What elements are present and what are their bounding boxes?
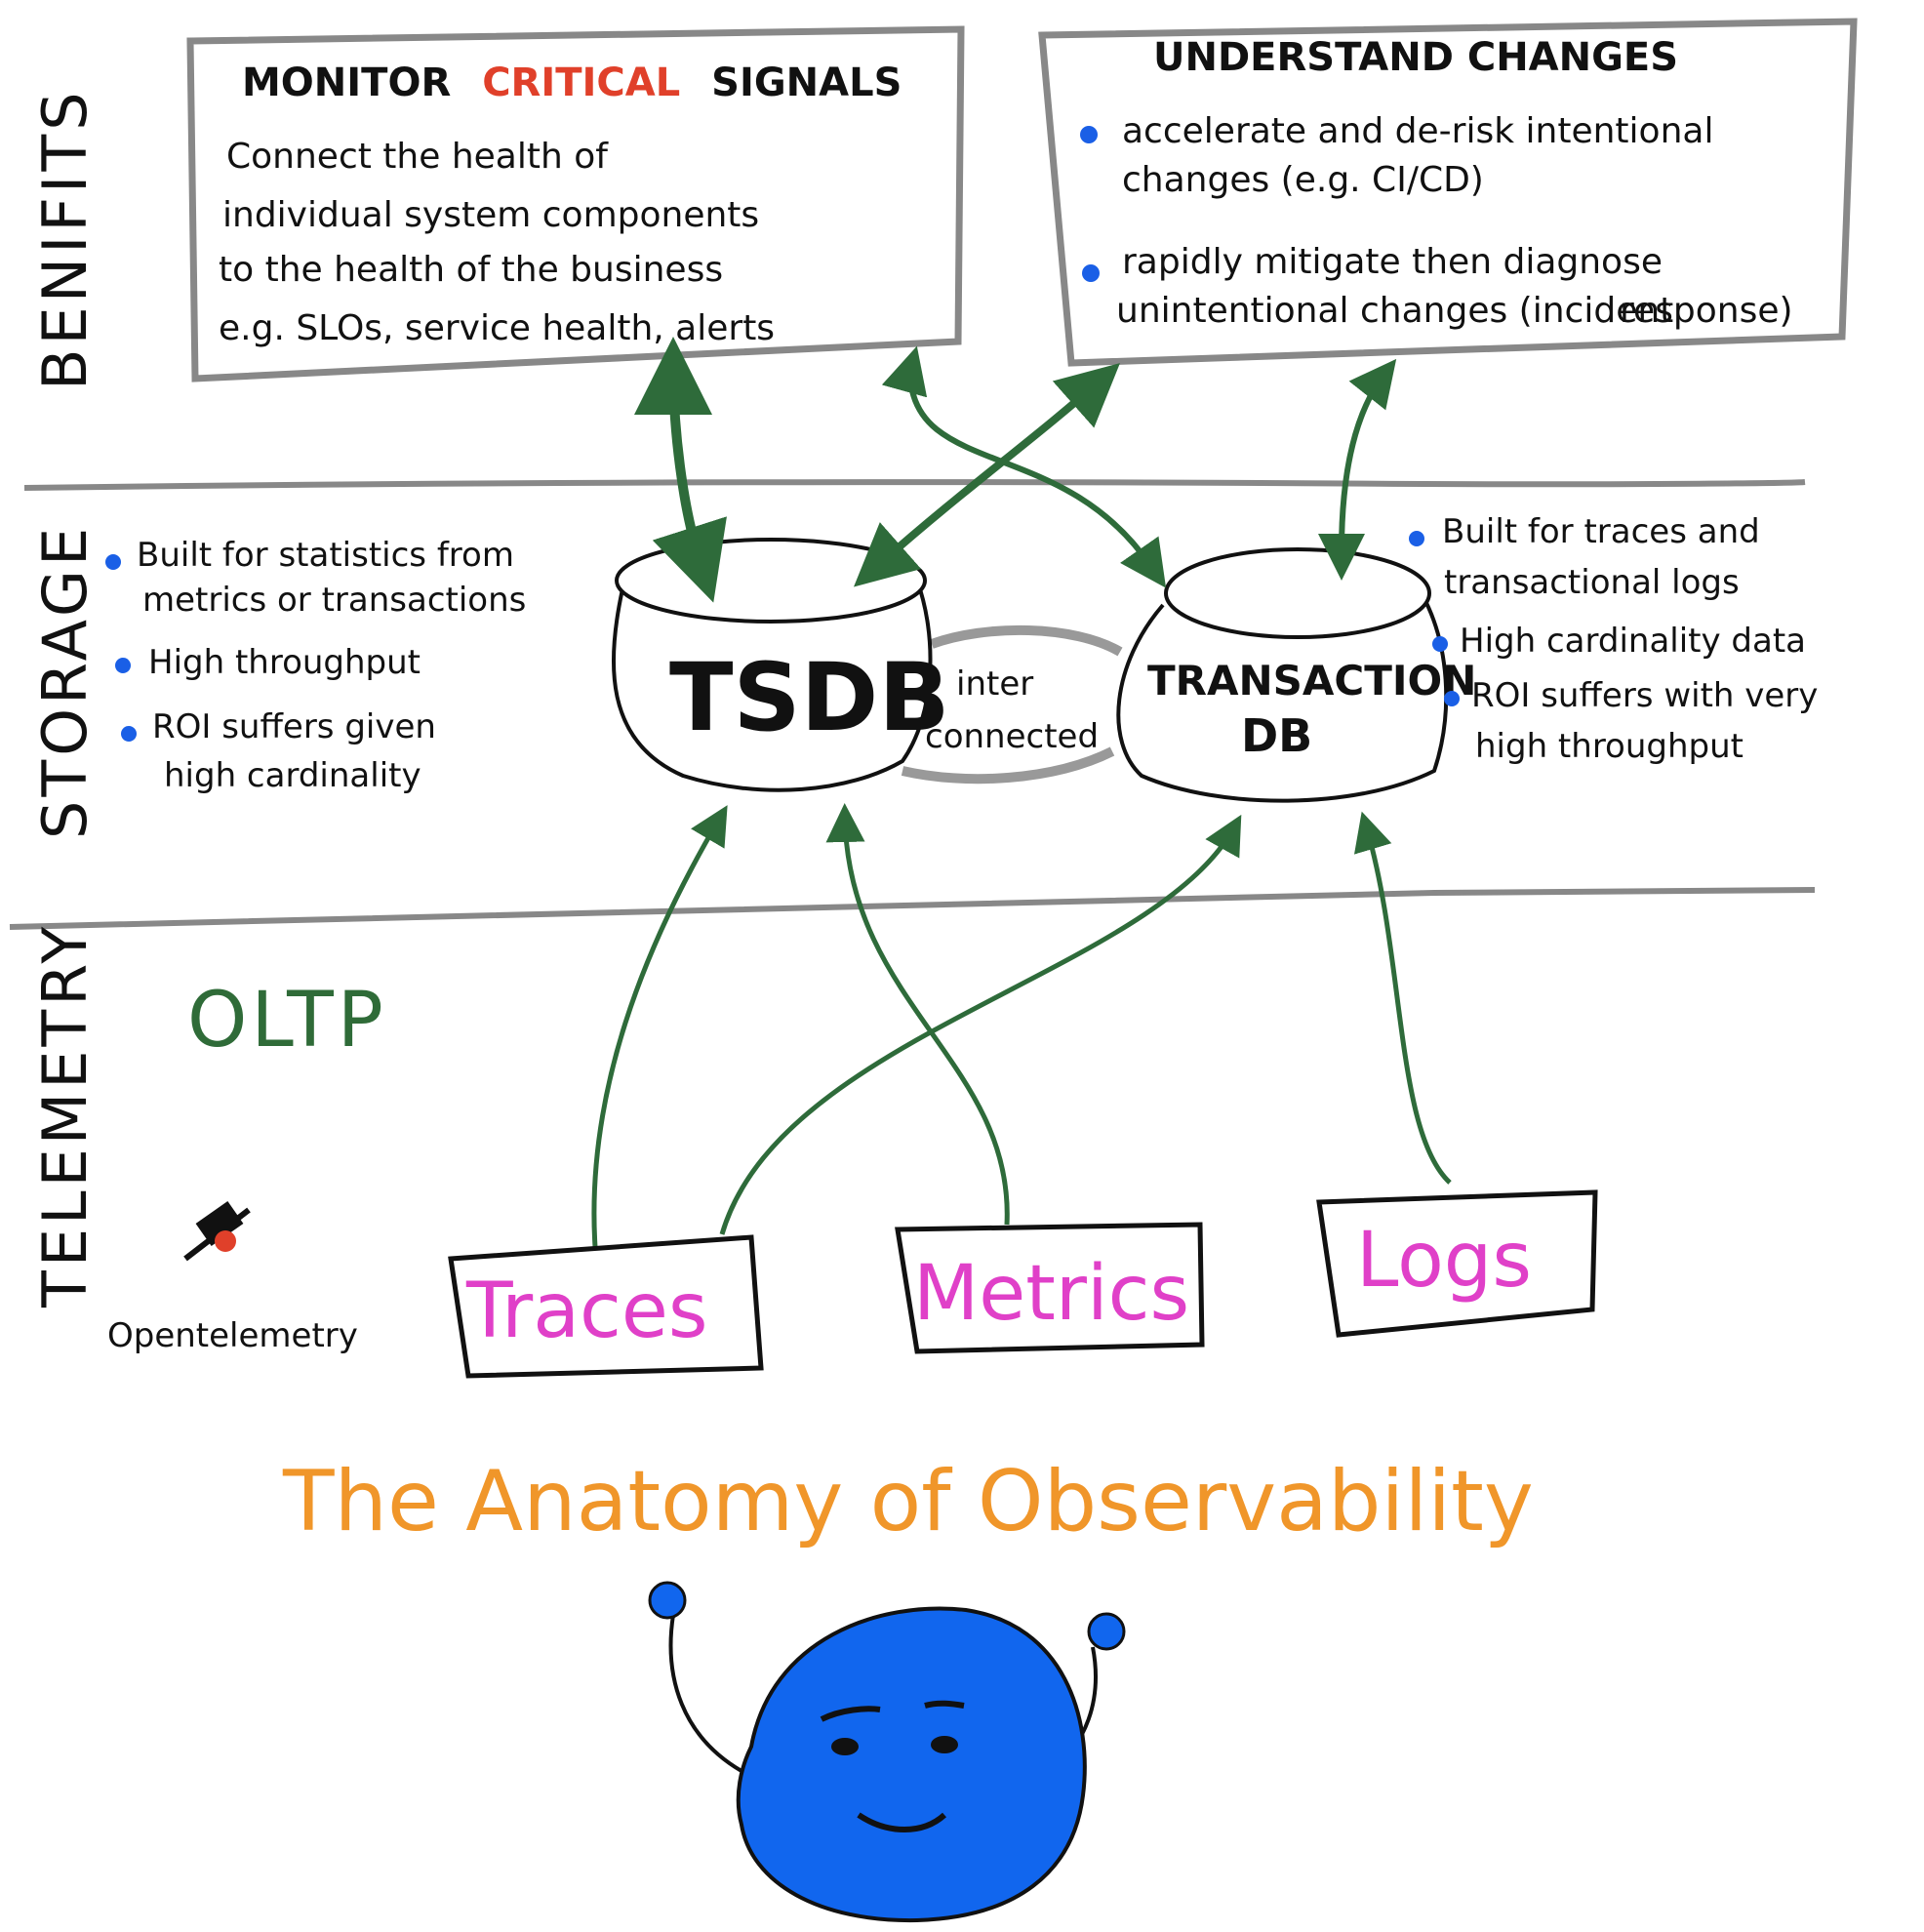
arrow-metrics-tsdb xyxy=(825,803,1010,1226)
section-label-telemetry: TELEMETRY xyxy=(29,923,100,1308)
svg-text:MONITOR CRITICAL S: MONITOR CRITICAL SIGNALS xyxy=(242,60,902,105)
tsdb-database: TSDB xyxy=(611,538,949,792)
txn-note-2: High cardinality data xyxy=(1460,622,1806,661)
changes-b1-line2: changes (e.g. CI/CD) xyxy=(1122,160,1484,200)
transaction-label-1: TRANSACTION xyxy=(1147,657,1476,704)
tsdb-note-2: High throughput xyxy=(148,643,421,682)
txn-note-1b: transactional logs xyxy=(1444,563,1740,602)
monitor-title-critical: CRITICAL xyxy=(482,60,680,105)
tsdb-label: TSDB xyxy=(669,643,949,752)
changes-b2-line3: response) xyxy=(1620,291,1793,331)
interconnect-loop-bottom xyxy=(901,746,1115,785)
changes-bullet-2 xyxy=(1082,264,1100,282)
txn-note-3b: high throughput xyxy=(1475,727,1744,766)
opentelemetry-logo-icon xyxy=(183,1201,251,1262)
divider-storage-telemetry xyxy=(9,887,1816,930)
logs-label: Logs xyxy=(1356,1217,1532,1305)
traces-label: Traces xyxy=(465,1268,708,1355)
txn-note-bullet-2 xyxy=(1432,636,1448,652)
tsdb-note-3b: high cardinality xyxy=(164,756,421,795)
monitor-line4: e.g. SLOs, service health, alerts xyxy=(219,308,775,348)
transaction-label-2: DB xyxy=(1241,709,1312,762)
arrow-transaction-monitor xyxy=(881,345,1167,588)
changes-b2-line2: unintentional changes (incident xyxy=(1116,291,1673,331)
changes-bullet-1 xyxy=(1080,126,1098,143)
mascot-left-antenna-ball xyxy=(648,1581,687,1620)
interconnect-loop-top xyxy=(930,624,1123,657)
mascot-smile xyxy=(857,1812,947,1832)
tsdb-note-1b: metrics or transactions xyxy=(142,581,526,620)
divider-benefits-storage xyxy=(23,479,1806,491)
section-label-benefits: BENIFITS xyxy=(29,88,100,390)
transaction-database: TRANSACTION DB xyxy=(1116,547,1476,803)
arrow-traces-tsdb xyxy=(591,805,728,1248)
tsdb-notes: Built for statistics from metrics or tra… xyxy=(105,536,526,795)
mascot-right-antenna-ball xyxy=(1087,1612,1126,1651)
changes-title: UNDERSTAND CHANGES xyxy=(1153,35,1678,80)
tsdb-note-3a: ROI suffers given xyxy=(152,707,436,746)
tsdb-note-bullet-2 xyxy=(115,658,131,673)
monitor-title-part3: SIGNALS xyxy=(711,60,902,105)
tsdb-note-1a: Built for statistics from xyxy=(137,536,514,575)
arrow-transaction-changes xyxy=(1318,358,1397,581)
oltp-label: OLTP xyxy=(187,977,387,1065)
changes-b1-line1: accelerate and de-risk intentional xyxy=(1122,111,1713,151)
monitor-line3: to the health of the business xyxy=(219,250,723,290)
interconnect-label-1: inter xyxy=(956,664,1033,704)
arrow-traces-transaction xyxy=(719,814,1242,1235)
traces-box: Traces xyxy=(448,1234,764,1379)
monitor-critical-signals-box: MONITOR CRITICAL SIGNALS Connect the hea… xyxy=(186,25,965,382)
txn-note-1a: Built for traces and xyxy=(1442,512,1760,551)
transaction-notes: Built for traces and transactional logs … xyxy=(1409,512,1818,766)
tsdb-note-bullet-3 xyxy=(121,726,137,742)
mascot-left-arm xyxy=(668,1614,743,1773)
mascot-left-eyebrow xyxy=(820,1706,881,1722)
interconnect-label-2: connected xyxy=(925,717,1099,756)
txn-note-bullet-3 xyxy=(1444,691,1460,706)
mascot-right-eyebrow xyxy=(924,1700,965,1709)
logs-box: Logs xyxy=(1316,1189,1598,1338)
changes-b2-line1: rapidly mitigate then diagnose xyxy=(1122,242,1663,282)
arrow-logs-transaction xyxy=(1353,811,1452,1185)
mascot-body xyxy=(736,1606,1087,1923)
mascot-blob xyxy=(648,1581,1126,1923)
page-title: The Anatomy of Observability xyxy=(282,1453,1534,1550)
monitor-line2: individual system components xyxy=(222,195,759,235)
tsdb-note-bullet-1 xyxy=(105,554,121,570)
metrics-label: Metrics xyxy=(913,1250,1189,1338)
txn-note-3a: ROI suffers with very xyxy=(1471,676,1818,715)
monitor-line1: Connect the health of xyxy=(226,137,609,177)
mascot-right-eye xyxy=(931,1736,958,1753)
section-label-storage: STORAGE xyxy=(29,524,100,839)
mascot-left-eye xyxy=(831,1738,859,1755)
txn-note-bullet-1 xyxy=(1409,531,1424,546)
opentelemetry-label: Opentelemetry xyxy=(107,1316,358,1355)
monitor-title-part1: MONITOR xyxy=(242,60,451,105)
arrow-tsdb-monitor xyxy=(634,337,727,603)
understand-changes-box: UNDERSTAND CHANGES accelerate and de-ris… xyxy=(1038,18,1858,367)
metrics-box: Metrics xyxy=(895,1222,1205,1354)
